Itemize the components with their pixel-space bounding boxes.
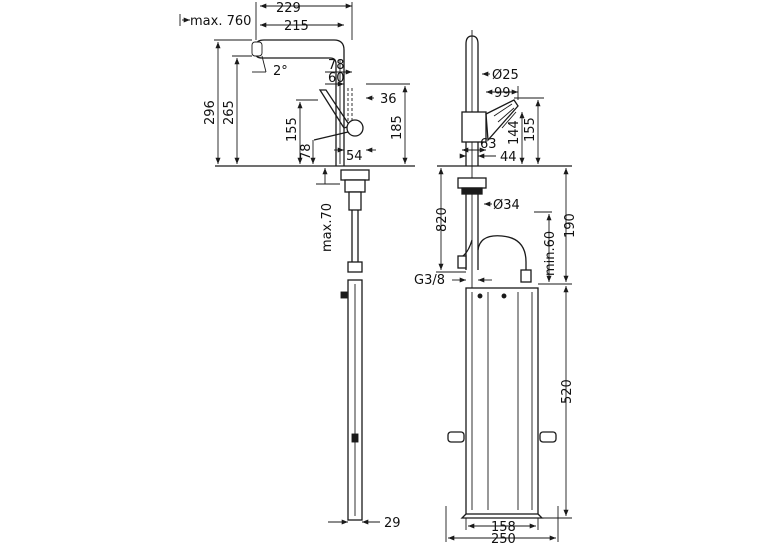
- label-60: 60: [328, 71, 345, 86]
- bracket-left: [447, 431, 465, 443]
- label-250: 250: [491, 532, 516, 545]
- label-dia34: Ø34: [493, 198, 520, 213]
- label-44: 44: [500, 150, 517, 165]
- mount-ring: [344, 179, 366, 193]
- mount-washer: [461, 187, 483, 195]
- label-229: 229: [276, 1, 301, 16]
- label-155-left: 155: [285, 117, 300, 142]
- label-215: 215: [284, 19, 309, 34]
- lever-body: [461, 111, 487, 143]
- label-dia25: Ø25: [492, 68, 519, 83]
- hose-end-left: [457, 255, 467, 269]
- label-296: 296: [203, 100, 218, 125]
- mount-nut-right: [457, 177, 487, 189]
- label-820: 820: [435, 207, 450, 232]
- label-max760: max. 760: [190, 14, 251, 29]
- guide-clip-top: [340, 291, 348, 299]
- label-angle: 2°: [273, 64, 288, 79]
- supply-hoses: [351, 210, 359, 262]
- label-155-right: 155: [523, 117, 538, 142]
- hose-connector: [347, 261, 363, 273]
- label-54: 54: [346, 149, 363, 164]
- lever-handle: [485, 99, 519, 142]
- label-63: 63: [480, 137, 497, 152]
- label-29: 29: [384, 516, 401, 531]
- label-185: 185: [390, 115, 405, 140]
- lever-hub: [346, 119, 364, 137]
- label-99: 99: [494, 86, 511, 101]
- label-g38: G3/8: [414, 273, 445, 288]
- label-265: 265: [222, 100, 237, 125]
- flex-hose: [477, 235, 527, 270]
- label-158: 158: [491, 520, 516, 535]
- housing-screw: [501, 293, 507, 299]
- lever-hatch: [493, 103, 513, 117]
- label-78: 78: [328, 58, 345, 73]
- label-36: 36: [380, 92, 397, 107]
- mount-shank: [348, 191, 362, 211]
- label-520: 520: [560, 379, 575, 404]
- spray-head: [251, 41, 263, 57]
- guide-clip-bottom: [351, 433, 359, 443]
- front-view: Ø25 99 144 155 63 44 820 Ø34 190 min.60 …: [414, 30, 578, 545]
- bracket-right: [539, 431, 557, 443]
- label-78-left: 78: [299, 143, 314, 160]
- lever-lower: [313, 131, 349, 141]
- label-max70: max.70: [320, 203, 335, 252]
- label-144: 144: [507, 120, 522, 145]
- lever-hatch: [501, 111, 517, 129]
- housing-screw: [477, 293, 483, 299]
- lever-upper: [318, 89, 352, 129]
- weight-housing: [465, 287, 539, 515]
- hose-end-right: [520, 269, 532, 283]
- angle-line: [261, 55, 267, 73]
- label-190: 190: [563, 213, 578, 238]
- lever-hatch: [497, 107, 515, 123]
- side-view: 229 215 max. 760 2° 78 60 36 296 265 155…: [179, 1, 415, 531]
- mount-nut: [340, 169, 370, 181]
- housing-foot: [460, 513, 544, 519]
- label-min60: min.60: [543, 231, 558, 276]
